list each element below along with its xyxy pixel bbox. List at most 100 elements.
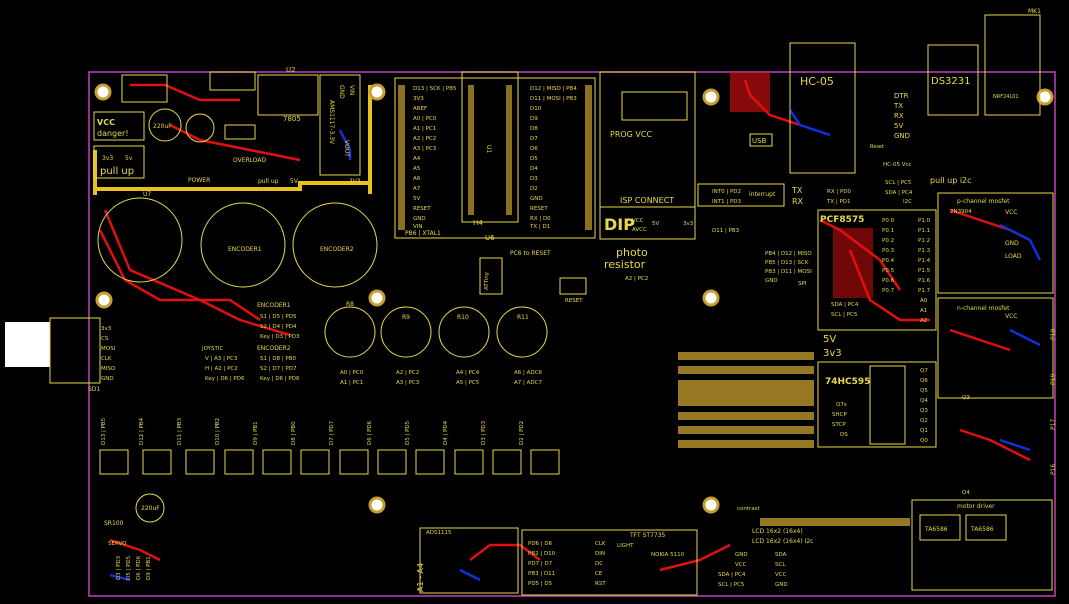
mk1-label: MK1 bbox=[1028, 8, 1041, 15]
pull-up-i2c-label: pull up i2c bbox=[930, 176, 972, 185]
tft-right-label: RST bbox=[595, 581, 606, 587]
pb6-xtal-label: PB6 | XTAL1 bbox=[405, 230, 441, 237]
rtc-nrf-section: MK1 DS3231 NRF24L01 pull up i2c bbox=[927, 8, 1041, 185]
mcu-left-label: GND bbox=[413, 216, 426, 222]
pcf-bottom-label: SCL | PC5 bbox=[831, 312, 858, 318]
mcu-left-label: RESET bbox=[413, 206, 431, 212]
encoder1-header-label: ENCODER1 bbox=[257, 302, 291, 309]
mcu-right-label: RX | D0 bbox=[530, 216, 551, 222]
hc595-right-label: Q1 bbox=[920, 428, 928, 434]
tft-pin-label: PB2 | D10 bbox=[528, 551, 556, 557]
hc595-right-label: Q0 bbox=[920, 438, 928, 444]
spi-pin-label: PB3 | D11 | MOSI bbox=[765, 269, 812, 275]
tx-label: TX bbox=[791, 186, 803, 195]
pcf-bottom-label: SDA | PC4 bbox=[831, 302, 859, 308]
hc595-right-label: Q3 bbox=[920, 408, 928, 414]
lcd-i2c-pin-label: GND bbox=[775, 582, 788, 588]
v33-bottom-label: 3V3 bbox=[349, 178, 361, 185]
resistor-label: resistor bbox=[604, 258, 646, 271]
ads1115-label: ADS1115 bbox=[426, 530, 452, 536]
hc595-left-label: SHCP bbox=[832, 412, 847, 418]
hc05-pin-label: 5V bbox=[894, 122, 903, 130]
sd-pin-label: MOSI bbox=[101, 346, 116, 352]
pcf-right-label: P1.1 bbox=[918, 228, 930, 234]
spi-pin-label: GND bbox=[765, 278, 778, 284]
isp-section: PROG VCC ISP CONNECT DIP VCC AVCC 5V 3v3 bbox=[599, 71, 696, 240]
motor-driver-label: motor driver bbox=[957, 503, 995, 510]
hc595-left-label: Q7s bbox=[836, 402, 847, 408]
u7-label: U7 bbox=[143, 191, 151, 198]
mcu-right-label: TX | D1 bbox=[529, 224, 550, 230]
servo-label: SERVO bbox=[108, 541, 127, 547]
pcf-right-label: P1.4 bbox=[918, 258, 931, 264]
mcu-right-label: D6 bbox=[530, 146, 538, 152]
mcu-right-label: D4 bbox=[530, 166, 538, 172]
led-label: D11 | PB3 bbox=[177, 417, 183, 445]
mcu-right-label: RESET bbox=[530, 206, 548, 212]
tft-pin-label: PD5 | D5 bbox=[528, 581, 553, 587]
tft-right-label: DIN bbox=[595, 551, 605, 557]
joy-pin-label: H | A2 | PC2 bbox=[205, 366, 238, 372]
q3-label: Q3 bbox=[962, 395, 970, 401]
i2c-label: I2C bbox=[903, 199, 912, 205]
cap-220uf-bottom-label: 220uF bbox=[141, 505, 160, 512]
u2-label: U2 bbox=[286, 66, 296, 74]
sd-pin-label: CS bbox=[101, 336, 109, 342]
lcd-section: LCD 16x2 (16x4) LCD 16x2 (16x4) I2c cont… bbox=[718, 506, 813, 588]
mcu-right-label: D11 | MOSI | PB3 bbox=[530, 96, 577, 102]
led-label: D9 | PB1 bbox=[253, 421, 259, 445]
hc05-label: HC-05 bbox=[800, 75, 834, 88]
enc1-pin-label: Key | D3 | PD3 bbox=[260, 334, 300, 340]
pot-label: R11 bbox=[517, 314, 529, 321]
pcf-left-label: P0.1 bbox=[882, 228, 894, 234]
tft-label: TFT ST7735 bbox=[629, 532, 666, 539]
pot-pin-label: A7 | ADC7 bbox=[514, 380, 542, 386]
pot-pin-label: A3 | PC3 bbox=[396, 380, 420, 386]
p-mosfet-label: p-channel mosfet bbox=[957, 198, 1010, 205]
sd-pin-label: GND bbox=[101, 376, 114, 382]
usb-hc05-section: USB HC-05 DTR TX RX 5V GND Reset HC-05 V… bbox=[730, 42, 912, 174]
ds3231-label: DS3231 bbox=[931, 76, 971, 87]
sd1-label: SD1 bbox=[88, 386, 100, 393]
power-section: U2 7805 VIN GND AMS1117-3.3V VOUT VCC da… bbox=[93, 66, 361, 185]
light-label: LIGHT bbox=[617, 543, 634, 549]
scl-pc5-label: SCL | PC5 bbox=[885, 180, 912, 186]
servo-pin-label: D5 | PD5 bbox=[126, 555, 132, 580]
mcu-right-label: D2 bbox=[530, 186, 538, 192]
vcc-label: VCC bbox=[632, 218, 644, 224]
mcu-left-label: A2 | PC2 bbox=[413, 136, 436, 142]
mosfet-section: p-channel mosfet 2N3904 VCC GND LOAD n-c… bbox=[937, 192, 1057, 496]
v5-label: 5v bbox=[125, 155, 133, 162]
side-label: P18 bbox=[1050, 329, 1057, 340]
enc2-pin-label: Key | D6 | PD6 bbox=[260, 376, 300, 382]
mcu-left-label: A3 | PC3 bbox=[413, 146, 437, 152]
mosfet-load-label: LOAD bbox=[1005, 253, 1022, 260]
lcd-pin-label: SDA | PC4 bbox=[718, 572, 746, 578]
ta6586-label: TA6586 bbox=[970, 526, 994, 533]
pot-pin-label: A0 | PC0 bbox=[340, 370, 364, 376]
lcd-pin-label: VCC bbox=[735, 562, 747, 568]
mcu-left-label: A4 bbox=[413, 156, 421, 162]
pull-up-label: pull up bbox=[100, 166, 134, 177]
pot-pin-label: A2 | PC2 bbox=[396, 370, 419, 376]
danger-label: danger! bbox=[97, 129, 129, 138]
led-label: D8 | PB0 bbox=[291, 421, 297, 445]
a1-a4-label: A1 - A4 bbox=[416, 563, 425, 592]
usb-label: USB bbox=[752, 137, 767, 145]
enc1-pin-label: S1 | D5 | PD5 bbox=[260, 314, 297, 320]
interrupt-section: INT0 | PD2 INT1 | PD3 interrupt TX RX RX… bbox=[697, 180, 913, 234]
pcf-right-label: P1.3 bbox=[918, 248, 931, 254]
side-label: P16 bbox=[1050, 464, 1057, 475]
joy-pin-label: V | A3 | PC3 bbox=[205, 356, 238, 362]
lcd-i2c-label: LCD 16x2 (16x4) I2c bbox=[752, 538, 813, 545]
u1-label: U1 bbox=[485, 145, 492, 153]
hc595-right-label: Q6 bbox=[920, 378, 928, 384]
mcu-header-pads bbox=[398, 85, 592, 230]
sr100-label: SR100 bbox=[104, 520, 124, 527]
mcu-right-label: GND bbox=[530, 196, 543, 202]
v33-label: 3v3 bbox=[102, 155, 113, 162]
pot-section: R8 R9 R10 R11 A0 | PC0 A1 | PC1 A2 | PC2… bbox=[324, 301, 548, 386]
pcf-left-label: P0.6 bbox=[882, 278, 895, 284]
hc595-left-label: DS bbox=[840, 432, 848, 438]
